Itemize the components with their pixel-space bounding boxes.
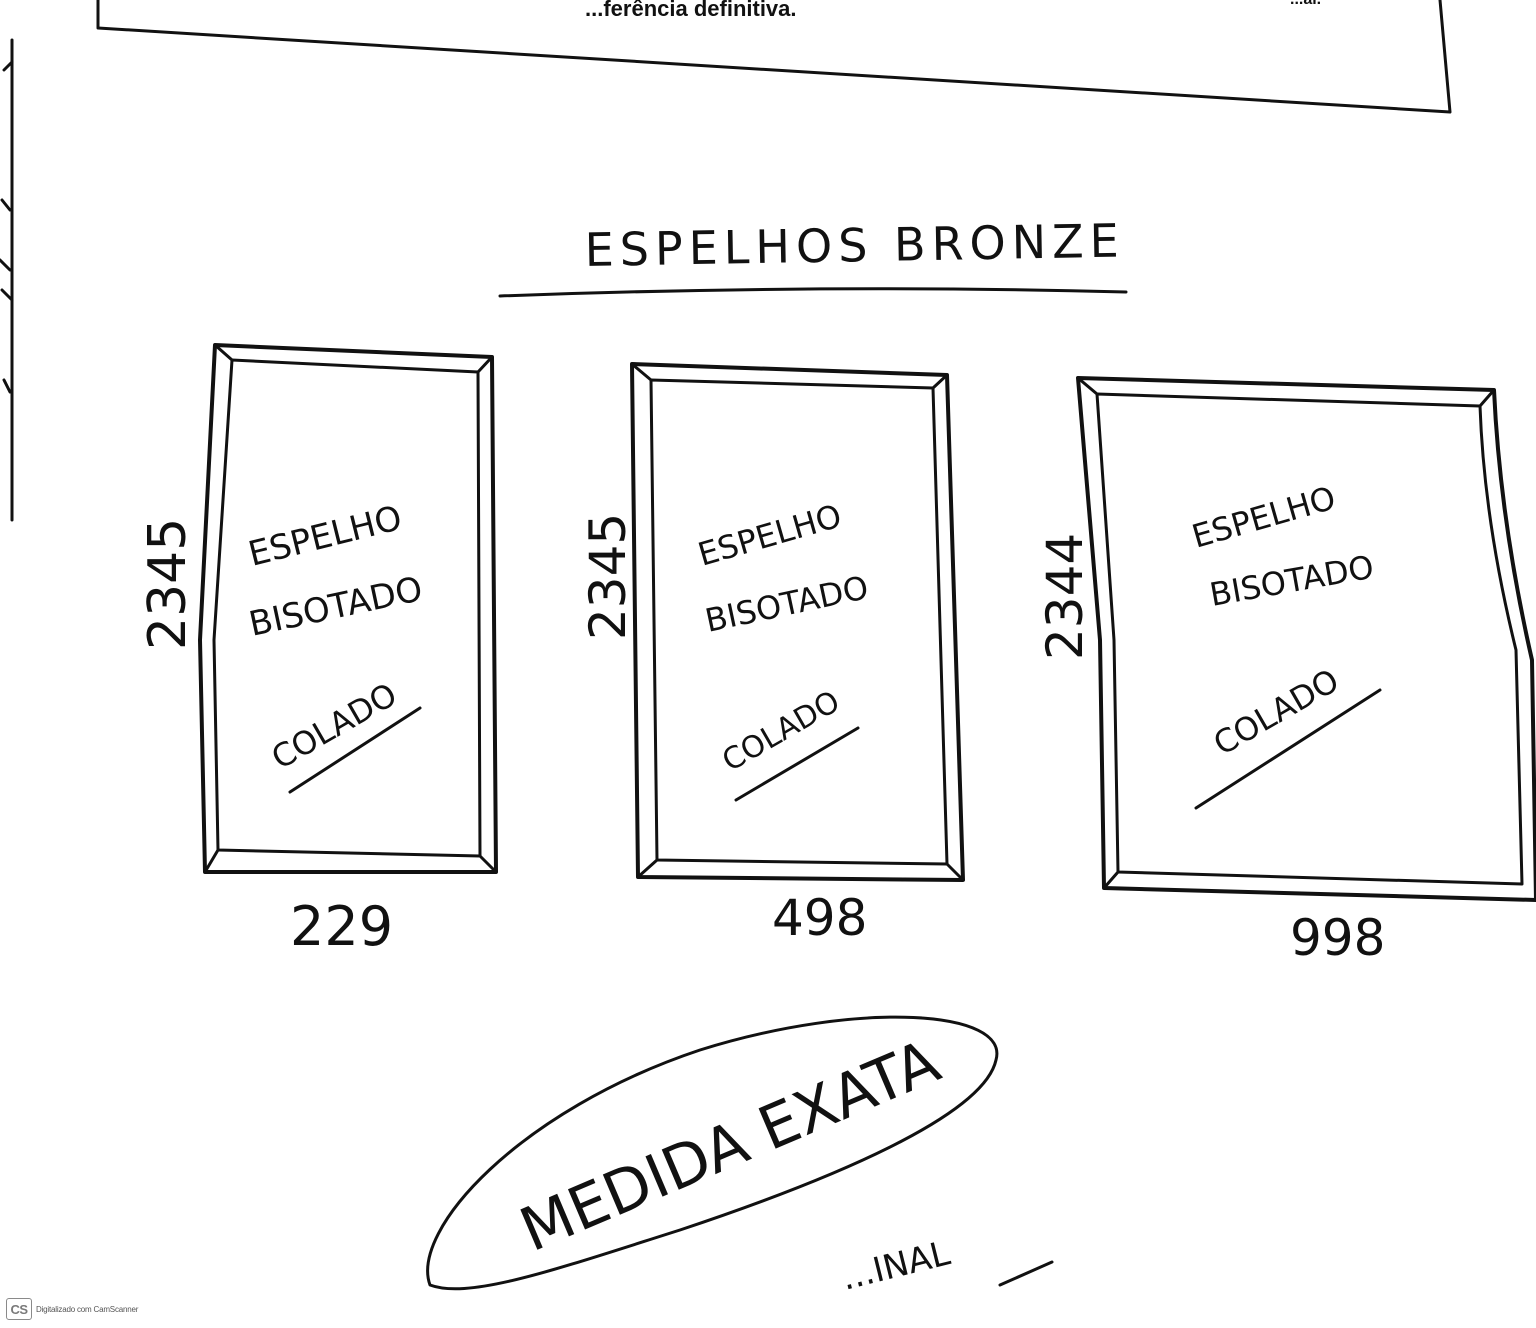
mirror-note: COLADO <box>265 675 403 777</box>
mirror-width-label: 998 <box>1290 909 1385 967</box>
mirror-frame <box>198 343 498 874</box>
mirror-label-line1: ESPELHO <box>694 497 846 574</box>
mirror-note-underline <box>288 706 422 794</box>
mirror-height-label: 2344 <box>1036 533 1094 660</box>
mirror-height-label: 2345 <box>138 518 198 650</box>
oval-text: MEDIDA EXATA <box>511 1027 950 1266</box>
mirror-frame <box>630 362 965 882</box>
mirror-frame <box>1076 376 1536 902</box>
page-title: ESPELHOS BRONZE <box>584 214 1125 277</box>
header-box: ...ferência definitiva. ...al. <box>96 0 1452 114</box>
bottom-partial-stroke <box>998 1260 1054 1287</box>
mirror-note: COLADO <box>717 684 846 779</box>
bottom-partial-text: ...INAL <box>838 1233 955 1298</box>
scanner-watermark: CS Digitalizado com CamScanner <box>6 1296 138 1322</box>
mirror-label-line1: ESPELHO <box>1188 479 1340 556</box>
header-box-text-left: ...ferência definitiva. <box>585 0 797 21</box>
oval-outline <box>426 1015 999 1291</box>
mirror-width-label: 229 <box>290 895 393 958</box>
mirror-note-underline <box>734 726 860 802</box>
mirror-note: COLADO <box>1207 661 1345 763</box>
watermark-text: Digitalizado com CamScanner <box>36 1304 139 1314</box>
mirror-label-line2: BISOTADO <box>1207 548 1377 614</box>
mirror-note-underline <box>1194 688 1382 810</box>
header-box-text-right: ...al. <box>1290 0 1321 8</box>
mirror-width-label: 498 <box>772 889 867 947</box>
left-margin-marks <box>0 38 14 522</box>
title-underline <box>498 287 1128 298</box>
mirror-label-line1: ESPELHO <box>245 498 406 575</box>
mirror-label-line2: BISOTADO <box>702 568 872 640</box>
camscanner-logo-icon: CS <box>6 1298 32 1320</box>
mirror-label-line2: BISOTADO <box>246 569 427 645</box>
mirror-height-label: 2345 <box>579 513 637 640</box>
